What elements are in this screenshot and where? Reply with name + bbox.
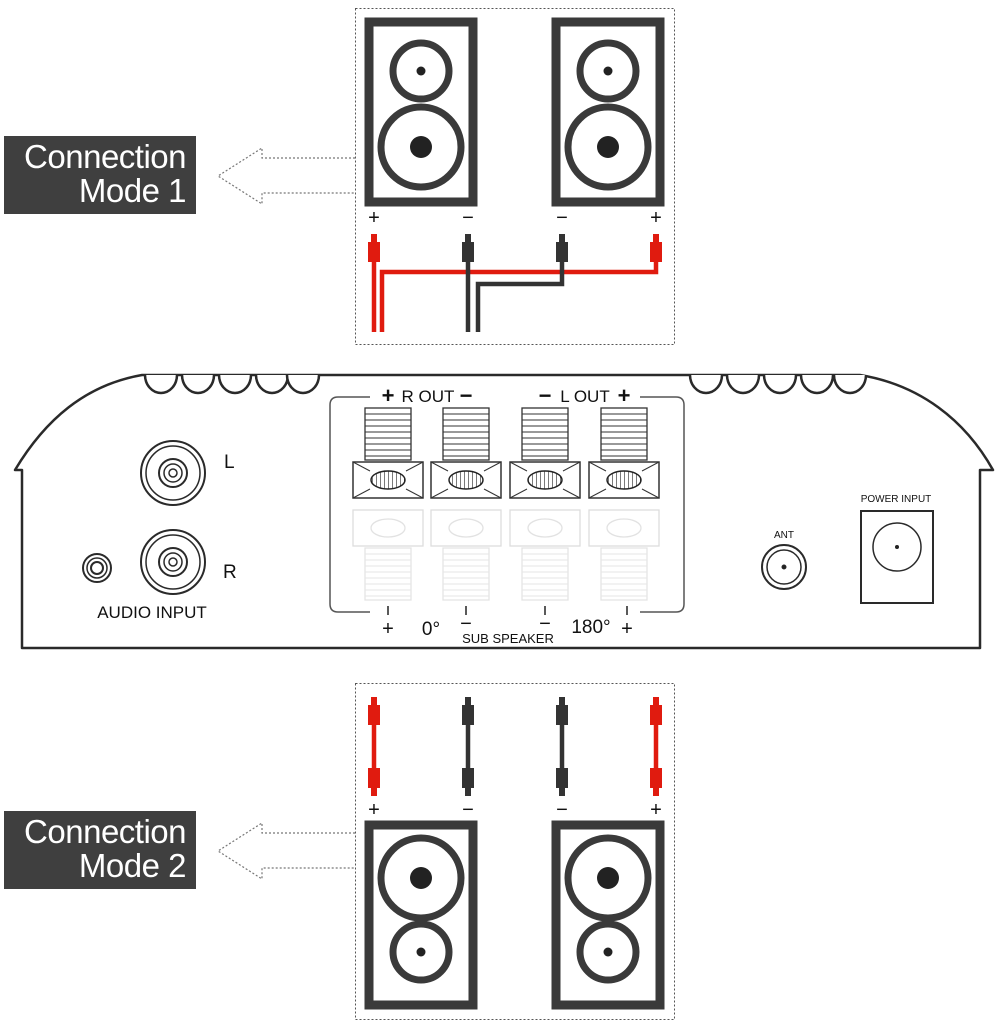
- mode1-plug-4: [650, 234, 662, 262]
- speaker-left-top: [364, 17, 478, 207]
- output-panel-frame: [329, 396, 685, 613]
- rca-jack-left: [140, 440, 206, 506]
- mode1-red-wire: [371, 262, 659, 332]
- ant-label: ANT: [774, 530, 794, 541]
- mode2-line2: Mode 2: [78, 847, 187, 884]
- l-out-label: L OUT: [560, 387, 609, 406]
- mode1-dotted-frame: [355, 8, 675, 345]
- terminal-4: [588, 407, 660, 601]
- sub-minus-mid-right: −: [539, 613, 551, 635]
- sub-plus-right: +: [621, 618, 633, 640]
- power-input-port: [860, 510, 934, 604]
- phase-180-label: 180°: [571, 617, 610, 638]
- mode1-arrow: [216, 146, 355, 206]
- antenna-jack: [761, 544, 807, 590]
- mode1-line1: Connection: [24, 138, 186, 175]
- output-header: + R OUT − − L OUT +: [382, 383, 631, 408]
- mode1-plug-2: [462, 234, 474, 262]
- small-input-jack: [82, 553, 112, 583]
- mode2-sign-2: −: [462, 799, 474, 821]
- mode2-sign-1: +: [368, 799, 380, 821]
- speaker-right-top: [551, 17, 665, 207]
- mode1-plug-1: [368, 234, 380, 262]
- left-channel-label: L: [224, 452, 235, 473]
- phase-0-label: 0°: [422, 619, 440, 640]
- right-channel-label: R: [223, 562, 237, 583]
- mode1-sign-1: +: [368, 207, 380, 229]
- mode1-panel: + − − +: [216, 8, 675, 345]
- amplifier-body: L R AUDIO INPUT + R OUT − − L OUT + + − …: [13, 373, 995, 650]
- mode2-wires: [368, 697, 662, 796]
- r-out-minus: −: [460, 383, 473, 408]
- mode2-plug-2: [462, 697, 474, 796]
- mode2-plug-3: [556, 697, 568, 796]
- sub-minus-mid-left: −: [460, 613, 472, 635]
- speaker-terminals: [352, 407, 660, 601]
- mode2-dotted-frame: [355, 683, 675, 1020]
- speaker-left-bottom: [364, 820, 478, 1010]
- connection-mode-1-label: Connection Mode 1: [4, 136, 196, 214]
- connection-mode-2-label: Connection Mode 2: [4, 811, 196, 889]
- l-out-plus: +: [618, 383, 631, 408]
- mode1-black-wire: [465, 262, 565, 332]
- rca-jack-right: [140, 529, 206, 595]
- audio-input-label: AUDIO INPUT: [97, 603, 207, 622]
- mode2-plug-4: [650, 697, 662, 796]
- l-out-minus: −: [539, 383, 552, 408]
- sub-plus-left: +: [382, 618, 394, 640]
- heatsink-notches-left: [143, 374, 321, 395]
- power-input-label: POWER INPUT: [861, 494, 932, 505]
- mode2-panel: + − − +: [216, 683, 675, 1020]
- heatsink-notches-right: [688, 374, 868, 395]
- mode1-sign-4: +: [650, 207, 662, 229]
- mode1-sign-3: −: [556, 207, 568, 229]
- mode2-sign-4: +: [650, 799, 662, 821]
- terminal-2: [430, 407, 502, 601]
- mode2-plug-1: [368, 697, 380, 796]
- sub-speaker-label: SUB SPEAKER: [462, 631, 554, 646]
- mode2-sign-3: −: [556, 799, 568, 821]
- mode1-line2: Mode 1: [78, 172, 187, 209]
- mode1-sign-2: −: [462, 207, 474, 229]
- r-out-plus: +: [382, 383, 395, 408]
- mode1-plug-3: [556, 234, 568, 262]
- sub-speaker-markings: + − − + 0° 180° SUB SPEAKER: [382, 606, 633, 646]
- terminal-3: [509, 407, 581, 601]
- terminal-1: [352, 407, 424, 601]
- mode2-arrow: [216, 821, 355, 881]
- r-out-label: R OUT: [402, 387, 455, 406]
- mode2-line1: Connection: [24, 813, 186, 850]
- speaker-right-bottom: [551, 820, 665, 1010]
